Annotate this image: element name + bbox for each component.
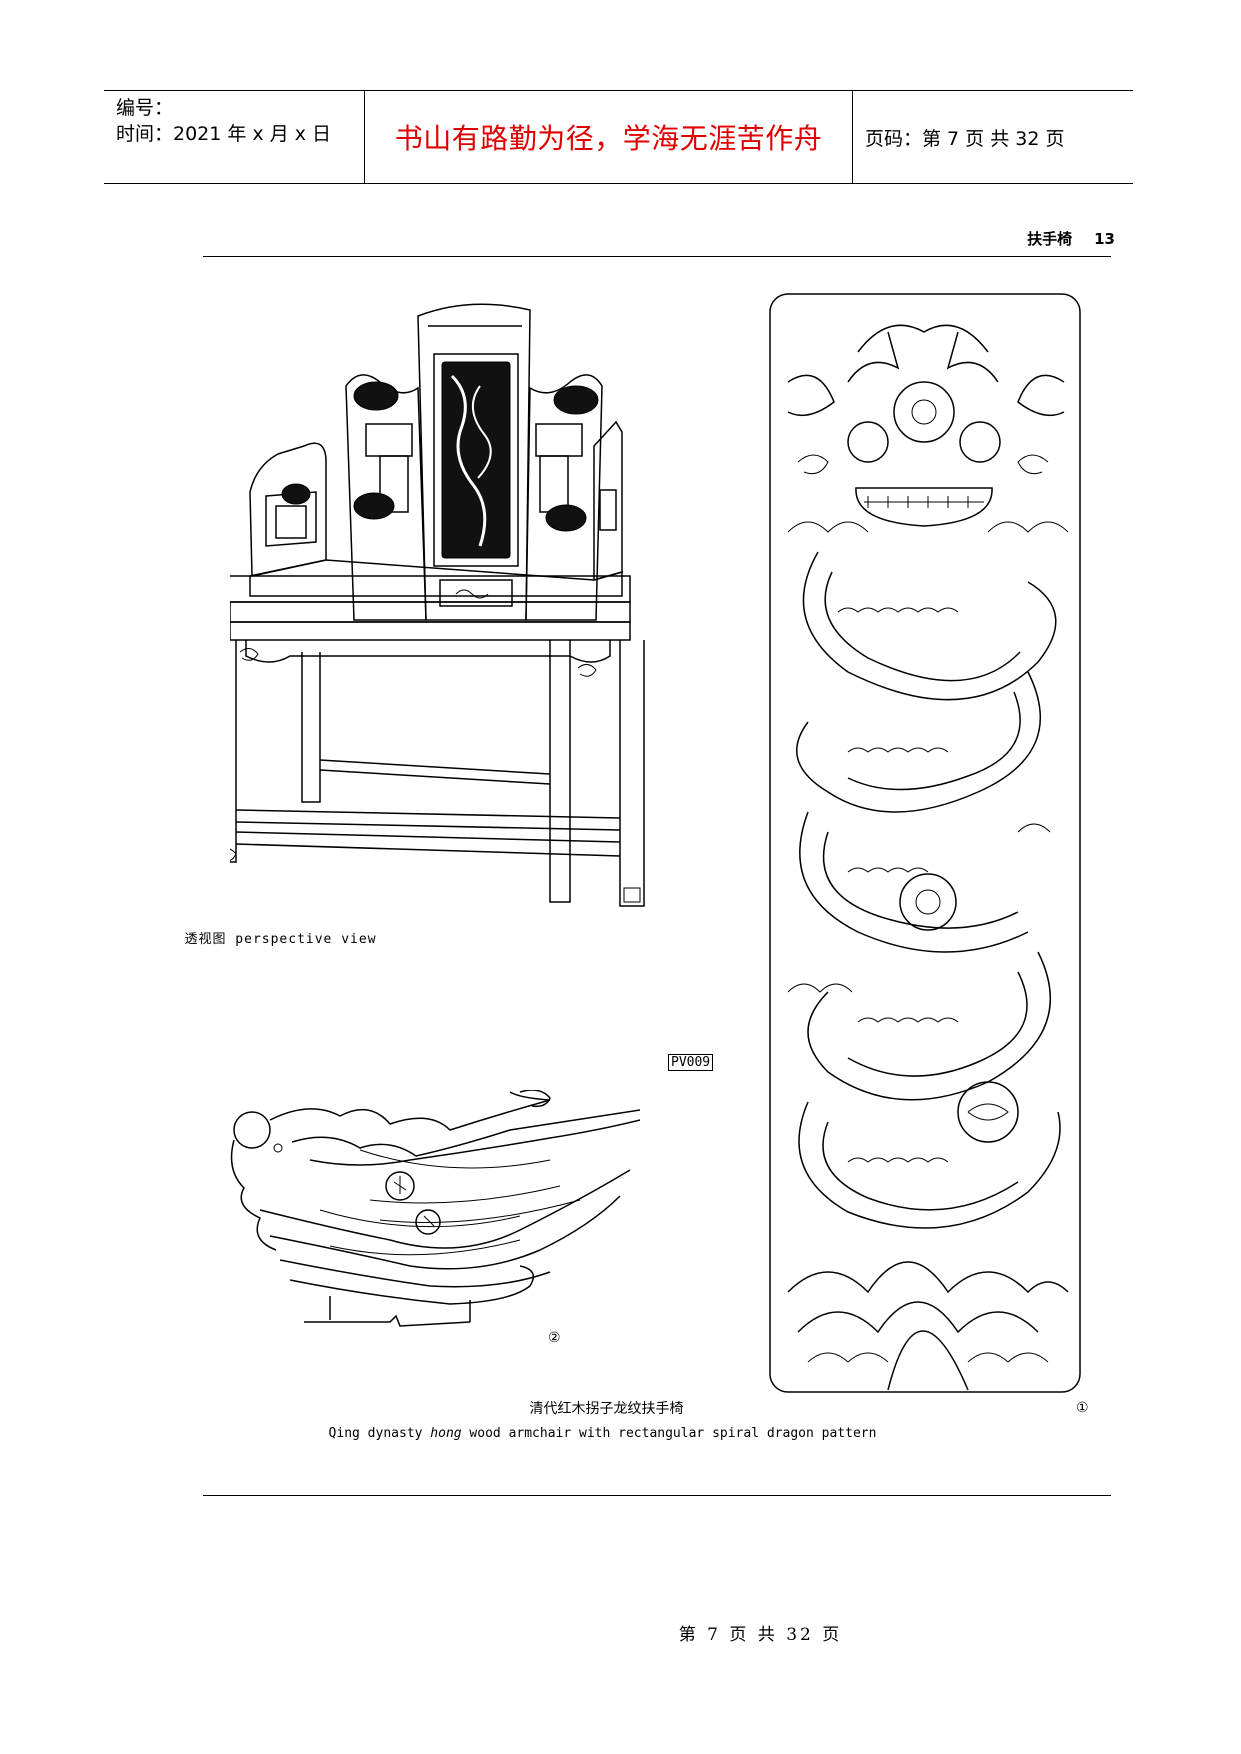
marker-2: ② (548, 1330, 561, 1346)
dragon-head-detail-drawing (230, 1090, 641, 1327)
perspective-view-caption: 透视图 perspective view (184, 932, 377, 947)
motto-text: 书山有路勤为径，学海无涯苦作舟 (394, 122, 823, 155)
page-label: 页码：第 7 页 共 32 页 (865, 127, 1065, 150)
header-motto-cell: 书山有路勤为径，学海无涯苦作舟 (365, 91, 853, 183)
running-head: 扶手椅 13 (1027, 228, 1115, 249)
caption-english: Qing dynasty hong wood armchair with rec… (0, 1426, 1223, 1441)
armchair-perspective-drawing (230, 303, 645, 907)
top-rule (203, 256, 1111, 257)
document-header-table: 编号： 时间：2021 年 x 月 x 日 书山有路勤为径，学海无涯苦作舟 页码… (104, 90, 1133, 184)
marker-1: ① (1076, 1400, 1089, 1416)
number-label: 编号： (116, 97, 174, 119)
time-label: 时间：2021 年 x 月 x 日 (116, 123, 332, 145)
caption-english-part1: Qing dynasty (328, 1426, 431, 1441)
running-head-title: 扶手椅 (1027, 230, 1073, 248)
caption-english-part2: wood armchair with rectangular spiral dr… (461, 1426, 877, 1441)
page-footer: 第 7 页 共 32 页 (678, 1625, 843, 1645)
dragon-panel-drawing (769, 293, 1081, 1393)
header-meta-cell: 编号： 时间：2021 年 x 月 x 日 (104, 91, 365, 183)
caption-chinese: 清代红木拐子龙纹扶手椅 (529, 1401, 684, 1417)
header-page-cell: 页码：第 7 页 共 32 页 (853, 91, 1133, 183)
figure-code: PV009 (668, 1054, 714, 1071)
running-head-page: 13 (1094, 230, 1115, 248)
caption-english-italic: hong (430, 1426, 462, 1441)
bottom-rule (203, 1495, 1111, 1496)
